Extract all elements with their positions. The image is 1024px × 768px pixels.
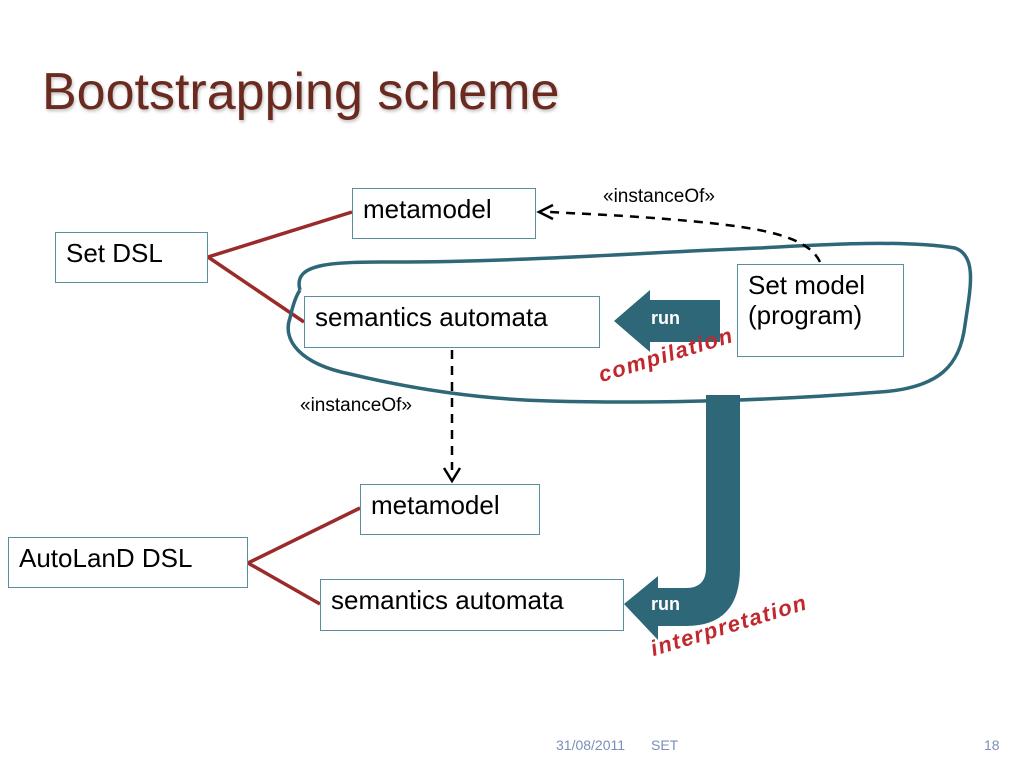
instanceof-label-middle: «instanceOf» (300, 395, 412, 416)
metamodel-bottom-label: metamodel (371, 490, 500, 520)
instanceof-label-top: «instanceOf» (603, 186, 715, 207)
semantics-top-box: semantics automata (304, 296, 600, 348)
set-model-line2: (program) (748, 299, 863, 330)
metamodel-bottom-box: metamodel (360, 484, 540, 535)
connector-set-dsl-metamodel (207, 210, 353, 259)
set-model-line1: Set model (748, 270, 866, 300)
run-label-interpretation: run (651, 594, 680, 614)
semantics-top-label: semantics automata (315, 302, 548, 332)
slide-title: Bootstrapping scheme (42, 63, 560, 121)
enclosure-loop (286, 241, 973, 404)
autoland-dsl-label: AutoLanD DSL (19, 543, 193, 573)
metamodel-top-box: metamodel (352, 188, 536, 239)
set-model-box: Set model (program) (737, 264, 904, 357)
connector-autoland-metamodel (247, 506, 361, 565)
instanceof-arrow-top (549, 210, 822, 263)
footer-label: SET (651, 737, 679, 753)
footer-date: 31/08/2011 (556, 737, 626, 753)
run-arrow-interpretation (624, 395, 740, 640)
footer-page-number: 18 (984, 737, 1000, 753)
semantics-bottom-box: semantics automata (320, 579, 624, 631)
semantics-bottom-label: semantics automata (331, 585, 564, 615)
connector-autoland-semantics (247, 561, 321, 606)
set-dsl-label: Set DSL (66, 238, 163, 268)
connector-set-dsl-semantics (207, 255, 305, 324)
set-dsl-box: Set DSL (55, 232, 208, 283)
autoland-dsl-box: AutoLanD DSL (8, 537, 248, 588)
metamodel-top-label: metamodel (363, 194, 492, 224)
run-arrow-compilation (614, 290, 720, 352)
run-label-compilation: run (651, 308, 680, 328)
instanceof-arrowhead-top (536, 203, 554, 221)
instanceof-arrowhead-middle (442, 467, 462, 484)
